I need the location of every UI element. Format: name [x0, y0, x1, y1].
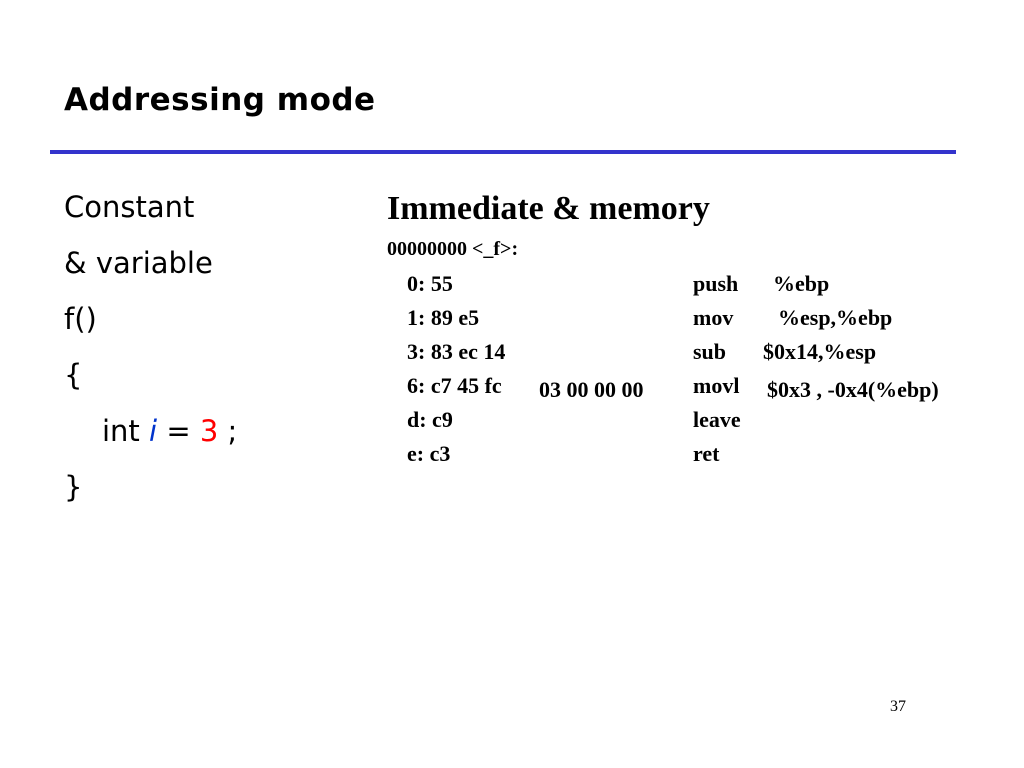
c-code-block: Constant & variable f() { int i = 3 ; }: [64, 187, 237, 523]
asm-address-bytes: 3: 83 ec 14: [407, 339, 506, 364]
page-number: 37: [890, 698, 906, 715]
asm-heading: Immediate & memory: [387, 190, 710, 227]
asm-address-bytes: e: c3: [407, 441, 451, 466]
asm-address-bytes: 0: 55: [407, 271, 453, 296]
asm-address-bytes: 1: 89 e5: [407, 305, 480, 330]
asm-operands: $0x14,%esp: [763, 339, 877, 364]
asm-instruction: push: [693, 271, 739, 296]
assign-operator: =: [166, 414, 191, 448]
asm-instruction: mov: [693, 305, 734, 330]
code-line-4: {: [64, 358, 83, 392]
code-line-6: }: [64, 470, 83, 504]
asm-operands: $0x3 , -0x4(%ebp): [767, 377, 939, 402]
slide-title: Addressing mode: [64, 82, 376, 118]
asm-address-bytes: d: c9: [407, 407, 453, 432]
semicolon: ;: [227, 414, 238, 448]
keyword-int: int: [102, 414, 140, 448]
code-line-1: Constant: [64, 190, 195, 224]
asm-address-bytes: 6: c7 45 fc: [407, 373, 502, 398]
asm-immediate-bytes: 03 00 00 00: [539, 377, 644, 402]
asm-instruction: movl: [693, 373, 740, 398]
asm-instruction: ret: [693, 441, 720, 466]
asm-operands: %ebp: [773, 271, 830, 296]
constant-3: 3: [199, 414, 219, 448]
asm-function-label: 00000000 <_f>:: [387, 238, 519, 260]
code-line-2: & variable: [64, 246, 213, 280]
asm-instruction: leave: [693, 407, 741, 432]
asm-instruction: sub: [693, 339, 727, 364]
title-underline: [50, 150, 956, 154]
asm-operands: %esp,%ebp: [778, 305, 893, 330]
code-line-3: f(): [64, 302, 97, 336]
code-line-5: int i = 3 ;: [64, 411, 237, 467]
variable-i: i: [149, 414, 158, 448]
